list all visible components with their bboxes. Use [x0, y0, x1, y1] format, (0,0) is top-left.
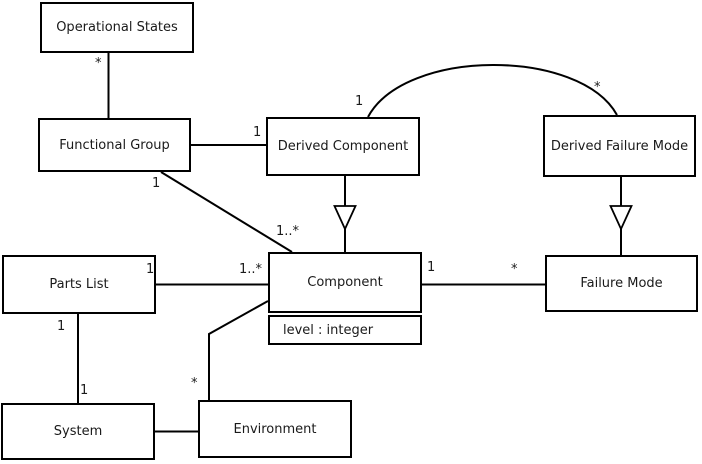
class-name: Functional Group — [59, 137, 170, 153]
class-name: Operational States — [56, 20, 178, 35]
class-name: System — [53, 424, 103, 439]
class-name: Parts List — [49, 277, 109, 292]
multiplicity-component-end-failure-mode: 1 — [427, 260, 436, 275]
multiplicity-parts-list-bottom-end: 1 — [57, 319, 66, 334]
class-name: Derived Failure Mode — [550, 138, 689, 154]
class-name: Environment — [233, 421, 317, 437]
multiplicity-failure-mode-end: * — [511, 262, 518, 277]
multiplicity-environment-end: * — [191, 376, 198, 391]
multiplicity-component-end-diagonal: 1..* — [276, 224, 300, 239]
multiplicity-component-end-parts-list: 1..* — [239, 262, 263, 277]
class-derived-component: Derived Component — [266, 117, 420, 176]
association-component-environment — [208, 300, 269, 400]
class-name: Derived Component — [277, 139, 409, 154]
multiplicity-arc-derived-component-end: 1 — [355, 94, 364, 109]
multiplicity-derived-component-end: 1 — [253, 125, 262, 140]
multiplicity-arc-derived-failure-mode-end: * — [594, 80, 601, 95]
class-functional-group: Functional Group — [38, 118, 191, 172]
multiplicity-system-end: 1 — [80, 383, 89, 398]
class-derived-failure-mode: Derived Failure Mode — [543, 115, 696, 177]
class-component: Component — [268, 252, 422, 313]
class-parts-list: Parts List — [2, 255, 156, 314]
class-name: Failure Mode — [580, 276, 663, 291]
class-environment: Environment — [198, 400, 352, 458]
class-component-attribute-compartment: level : integer — [268, 315, 422, 345]
class-name: Component — [307, 275, 383, 290]
association-derived-component-derived-failure-mode-arc — [367, 64, 618, 118]
multiplicity-functional-group-end: 1 — [152, 176, 161, 191]
class-system: System — [1, 403, 155, 460]
multiplicity-parts-list-end: 1 — [146, 262, 155, 277]
class-attribute: level : integer — [283, 322, 374, 338]
class-operational-states: Operational States — [40, 2, 194, 53]
class-failure-mode: Failure Mode — [545, 255, 698, 312]
association-functional-group-component — [160, 171, 293, 253]
generalization-derived-failure-mode-failure-mode — [609, 177, 633, 255]
generalization-derived-component-component — [333, 176, 357, 252]
multiplicity-operational-states-end: * — [95, 56, 102, 71]
